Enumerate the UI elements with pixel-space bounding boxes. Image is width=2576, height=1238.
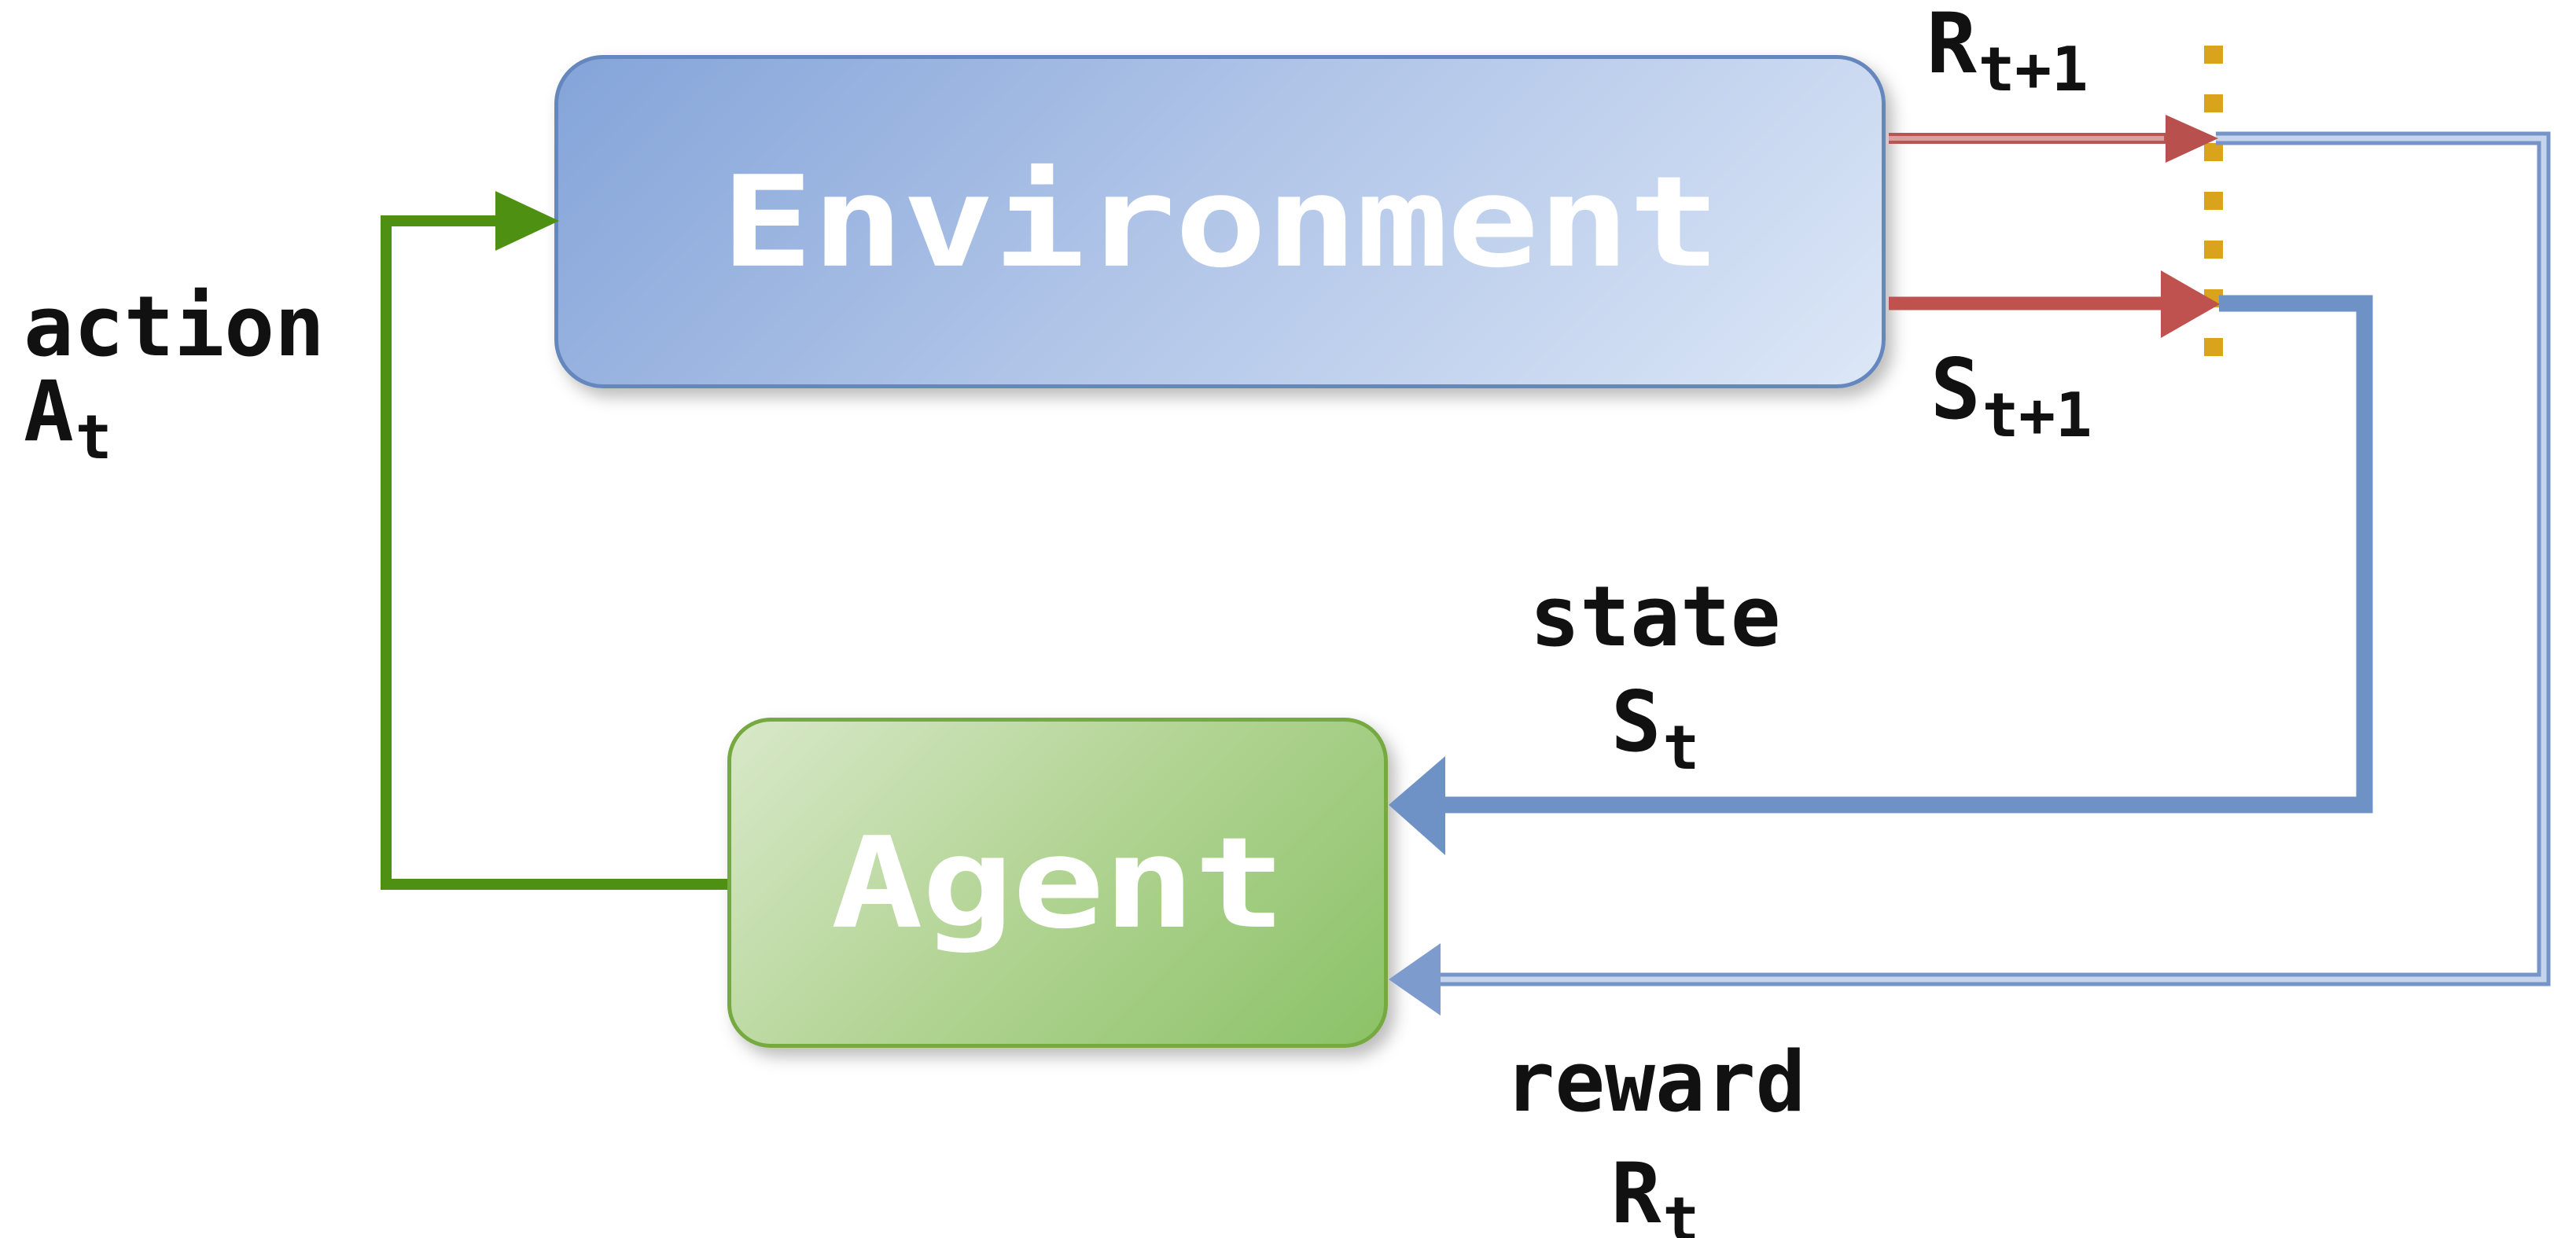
agent-box: Agent [727, 718, 1388, 1048]
state-arrowhead [1389, 756, 1445, 855]
reward-next-label: Rt+1 [1926, 0, 2088, 101]
state-next-label: St+1 [1930, 347, 2092, 447]
state-word: state [1529, 568, 1781, 665]
reward-next-arrowhead [2166, 115, 2218, 163]
reward-word: reward [1504, 1034, 1806, 1130]
agent-title: Agent [830, 809, 1286, 957]
action-word: action [24, 278, 325, 375]
reward-next-subscript: t+1 [1978, 35, 2088, 106]
action-subscript: t [75, 402, 112, 474]
state-next-arrow [1889, 270, 2220, 338]
environment-box: Environment [554, 55, 1886, 388]
reward-next-symbol: R [1926, 0, 1977, 92]
action-arrowhead [495, 191, 559, 251]
state-next-subscript: t+1 [1982, 380, 2092, 452]
reward-arrowhead [1389, 943, 1441, 1016]
state-symbol: S [1610, 673, 1662, 770]
reward-symbol: R [1610, 1145, 1662, 1238]
reward-next-arrow [1889, 115, 2218, 163]
state-next-arrowhead [2161, 270, 2220, 338]
environment-title: Environment [720, 148, 1720, 296]
action-symbol: A [24, 363, 74, 461]
reward-subscript: t [1662, 1185, 1700, 1238]
state-subscript: t [1662, 712, 1700, 784]
state-next-symbol: S [1930, 341, 1981, 438]
reward-label: reward Rt [1470, 1027, 1840, 1238]
state-label: state St [1478, 564, 1832, 787]
action-label: action At [24, 284, 325, 469]
